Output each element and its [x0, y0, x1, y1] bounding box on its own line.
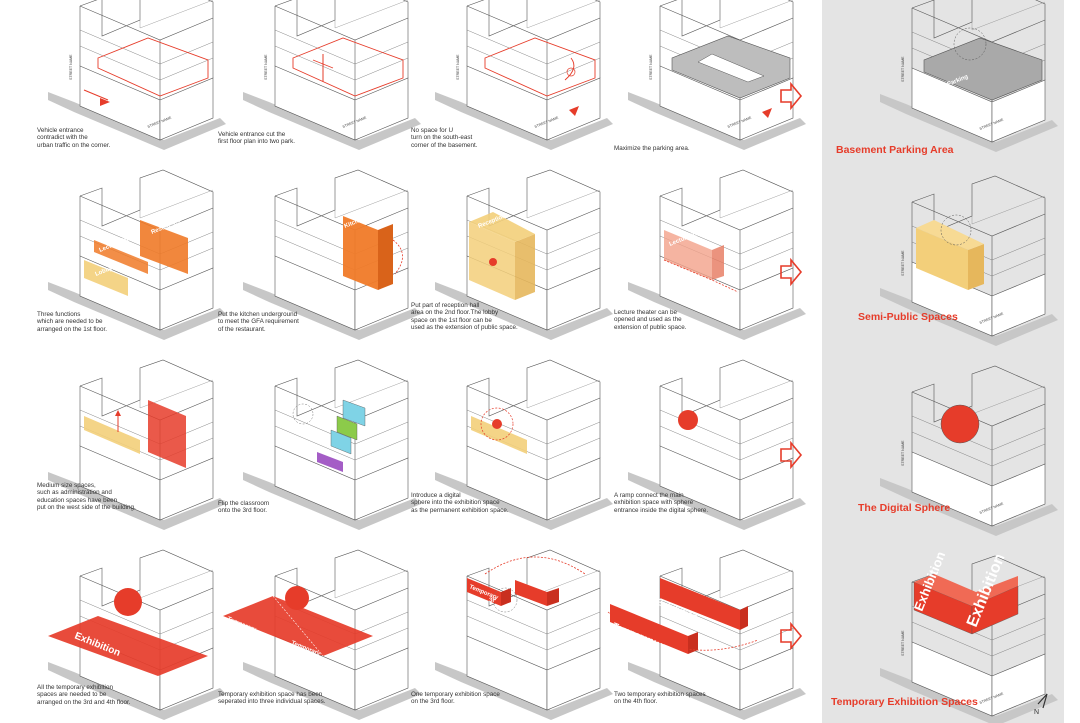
svg-text:STREET NAME: STREET NAME — [901, 250, 905, 276]
caption-7: Put part of reception hall area on the 2… — [411, 302, 518, 332]
caption-2: Vehicle entrance cut the first floor pla… — [218, 131, 295, 146]
floor4-label: 4F — [706, 640, 713, 646]
svg-text:STREET NAME: STREET NAME — [69, 54, 73, 80]
svg-text:STREET NAME: STREET NAME — [901, 440, 905, 466]
caption-1: Vehicle entrance contradict with the urb… — [37, 127, 111, 149]
caption-11: Introduce a digital sphere into the exhi… — [411, 492, 509, 514]
result-title-temporary: Temporary Exhibition Spaces — [831, 696, 978, 708]
caption-8: Lecture theater can be opened and used a… — [614, 309, 687, 331]
svg-text:STREET NAME: STREET NAME — [901, 630, 905, 656]
svg-text:STREET NAME: STREET NAME — [649, 54, 653, 80]
floor3-label: 3F — [489, 598, 496, 604]
svg-text:STREET NAME: STREET NAME — [456, 54, 460, 80]
caption-3: No space for U turn on the south-east co… — [411, 127, 478, 149]
caption-6: Put the kitchen underground to meet the … — [218, 311, 299, 333]
svg-text:STREET NAME: STREET NAME — [264, 54, 268, 80]
north-label: N — [1034, 709, 1040, 716]
caption-9: Medium size spaces, such as administrati… — [37, 482, 136, 512]
result-title-parking: Basement Parking Area — [836, 144, 954, 156]
result-title-semi-public: Semi-Public Spaces — [858, 311, 958, 323]
result-title-digital-sphere: The Digital Sphere — [858, 502, 951, 514]
caption-4: Maximize the parking area. — [614, 145, 690, 152]
caption-16: Two temporary exhibition spaces on the 4… — [614, 691, 706, 706]
caption-13: All the temporary exhibition spaces are … — [37, 684, 131, 706]
caption-15: One temporary exhibition space on the 3r… — [411, 691, 500, 706]
north-arrow-icon — [1037, 693, 1048, 709]
caption-5: Three functions which are needed to be a… — [37, 311, 108, 333]
caption-12: A ramp connect the main exhibition space… — [614, 492, 709, 514]
arrow-icon — [780, 81, 803, 651]
svg-text:STREET NAME: STREET NAME — [901, 56, 905, 82]
lecture-label: Lecture theater — [99, 232, 142, 254]
caption-14: Temporary exhibition space has been sepe… — [218, 691, 326, 706]
caption-10: Flip the classroom onto the 3rd floor. — [218, 500, 270, 515]
